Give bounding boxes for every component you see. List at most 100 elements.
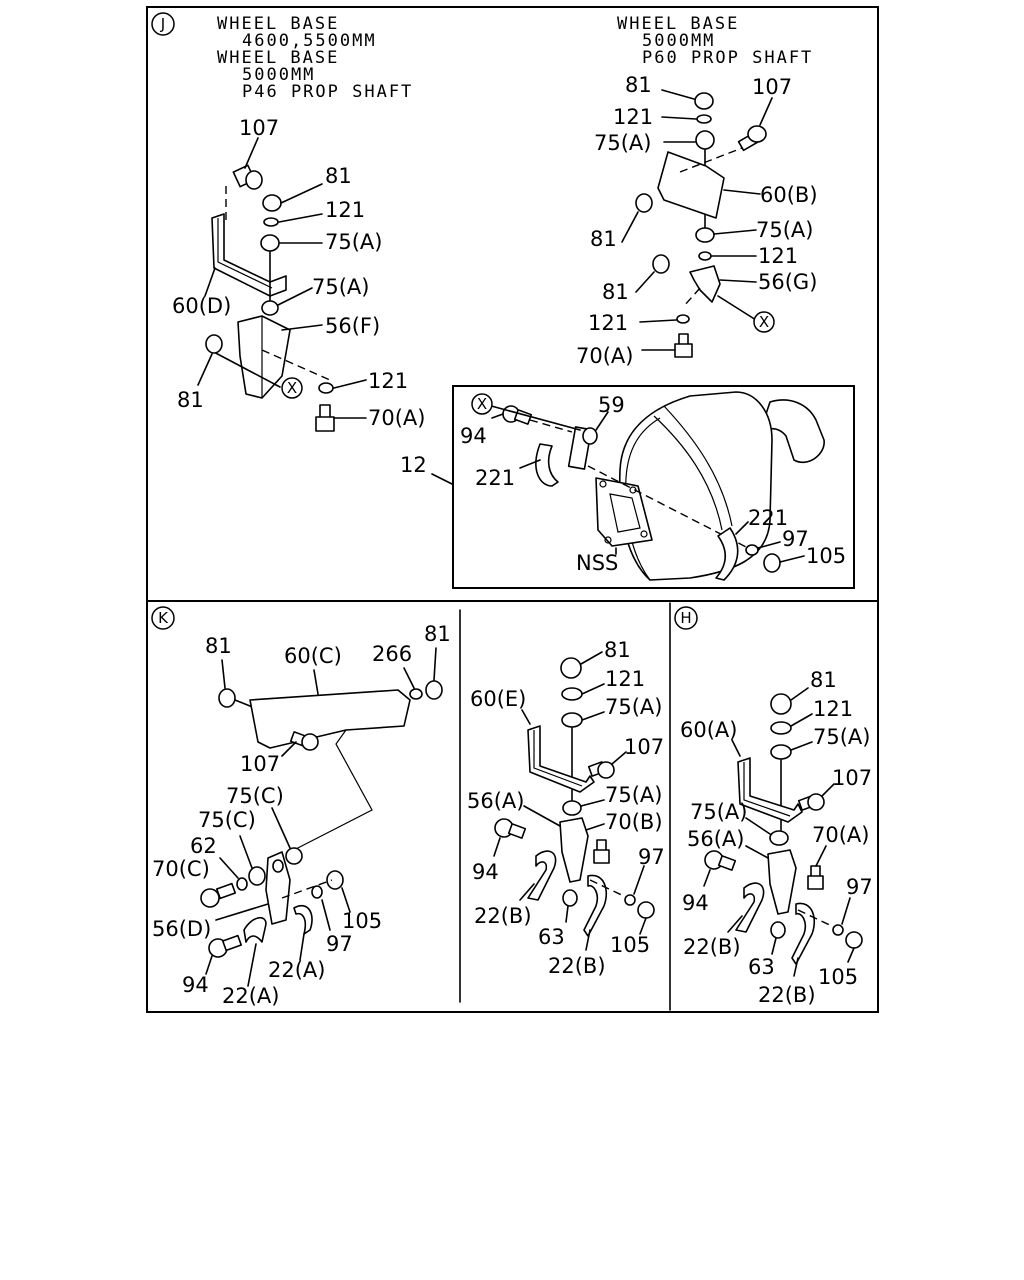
clamp-22a-left [243, 917, 267, 943]
h-assembly [703, 687, 863, 977]
muffler-body [618, 391, 773, 581]
nut-81-k-left [218, 688, 236, 708]
bolt-107-mid [587, 761, 615, 779]
label-75c: 75(C) [198, 808, 256, 832]
cushion-75a-mid-lower [562, 800, 582, 816]
label-266: 266 [372, 642, 412, 666]
nut-105-muffler [763, 553, 781, 573]
panel-h-marker-text: H [680, 609, 691, 627]
washer-97-mid [624, 894, 636, 906]
label-75a: 75(A) [605, 695, 662, 719]
bolt-70a-right [674, 333, 693, 358]
bolt-107-left [232, 164, 263, 190]
panel-k-marker-text: K [158, 609, 169, 627]
label-105: 105 [818, 965, 858, 989]
middle-assembly [493, 651, 655, 951]
bracket-60a [737, 757, 803, 823]
bracket-60d [211, 213, 287, 297]
lower-panels-frame [146, 600, 879, 1013]
label-97: 97 [846, 875, 873, 899]
clamp-221-upper [535, 443, 559, 487]
bolt-70b-mid [593, 839, 610, 864]
clamp-22b-right-h [791, 902, 816, 965]
label-60c: 60(C) [284, 644, 342, 668]
cushion-75a-h-upper [770, 744, 792, 760]
washer-97-h [832, 924, 844, 936]
label-121: 121 [813, 697, 853, 721]
washer-97-k [311, 885, 323, 899]
label-97: 97 [326, 932, 353, 956]
muffler-assembly [431, 391, 825, 581]
clamp-22b-left-mid [527, 850, 557, 901]
nut-81-k-right [425, 680, 443, 700]
label-12: 12 [400, 453, 427, 477]
panel-j-header-right: WHEEL BASE 5000MM P60 PROP SHAFT [617, 14, 811, 68]
bolt-107-h [797, 793, 825, 811]
header-left-line-2: 4600,5500MM [242, 31, 377, 51]
label-75a: 75(A) [594, 131, 651, 155]
label-x-marker: X [287, 379, 297, 397]
nut-81-h [770, 693, 792, 715]
label-75a: 75(A) [605, 783, 662, 807]
h-labels: 81 121 60(A) 75(A) 107 75(A) 56(A) 70(A)… [680, 668, 873, 1007]
header-left-line-1: WHEEL BASE [217, 14, 339, 34]
label-107: 107 [239, 116, 279, 140]
label-75a: 75(A) [690, 800, 747, 824]
label-221: 221 [748, 506, 788, 530]
nut-105-h [845, 931, 863, 949]
bolt-107-k [289, 731, 319, 751]
washer-121-left [263, 217, 279, 227]
j-left-labels: 107 81 121 75(A) 60(D) 75(A) 56(F) 81 12… [172, 116, 425, 430]
nut-81-mid [560, 657, 582, 679]
label-75a: 75(A) [312, 275, 369, 299]
label-97: 97 [638, 845, 665, 869]
cushion-75c-lower [248, 866, 266, 886]
nut-81-right [694, 92, 714, 110]
spacer-62 [236, 877, 248, 891]
bolt-94-h [704, 850, 737, 871]
panel-k: K [151, 606, 451, 1008]
bracket-56g [689, 265, 721, 303]
label-94: 94 [472, 860, 499, 884]
nut-105-k [326, 870, 344, 890]
label-75a: 75(A) [756, 218, 813, 242]
header-left-line-4: 5000MM [242, 65, 315, 85]
header-left-line-3: WHEEL BASE [217, 48, 339, 68]
label-75c: 75(C) [226, 784, 284, 808]
label-22b: 22(B) [683, 935, 741, 959]
bracket-56a-h [767, 849, 797, 915]
label-81: 81 [205, 634, 232, 658]
label-59: 59 [598, 393, 625, 417]
j-right-hanger-assembly [621, 89, 775, 358]
label-81: 81 [590, 227, 617, 251]
label-81: 81 [602, 280, 629, 304]
label-105: 105 [610, 933, 650, 957]
label-97: 97 [782, 527, 809, 551]
label-56a: 56(A) [687, 827, 744, 851]
label-75a: 75(A) [813, 725, 870, 749]
diagram-frames [146, 6, 879, 1013]
washer-121-mid [561, 687, 583, 701]
label-60b: 60(B) [760, 183, 818, 207]
label-94: 94 [460, 424, 487, 448]
nut-105-mid [637, 901, 655, 919]
bracket-60e [527, 725, 595, 793]
panel-h: H [674, 606, 873, 1007]
label-81: 81 [325, 164, 352, 188]
label-22a: 22(A) [268, 958, 325, 982]
label-x-marker: X [477, 395, 487, 413]
label-70a: 70(A) [368, 406, 425, 430]
muffler-labels: X 59 94 12 221 221 97 105 NSS [400, 393, 846, 575]
bracket-56f [237, 315, 291, 399]
nut-81-left-lower [205, 334, 223, 354]
washer-121-right-low [676, 314, 690, 324]
panel-j: J WHEEL BASE 4600,5500MM WHEEL BASE 5000… [151, 12, 846, 581]
label-63: 63 [538, 925, 565, 949]
muffler-subframe [452, 385, 855, 589]
bracket-56a-mid [559, 817, 589, 883]
label-70a: 70(A) [576, 344, 633, 368]
label-22b: 22(B) [548, 954, 606, 978]
label-nss: NSS [576, 551, 618, 575]
label-121: 121 [758, 244, 798, 268]
washer-121-right [696, 114, 712, 124]
